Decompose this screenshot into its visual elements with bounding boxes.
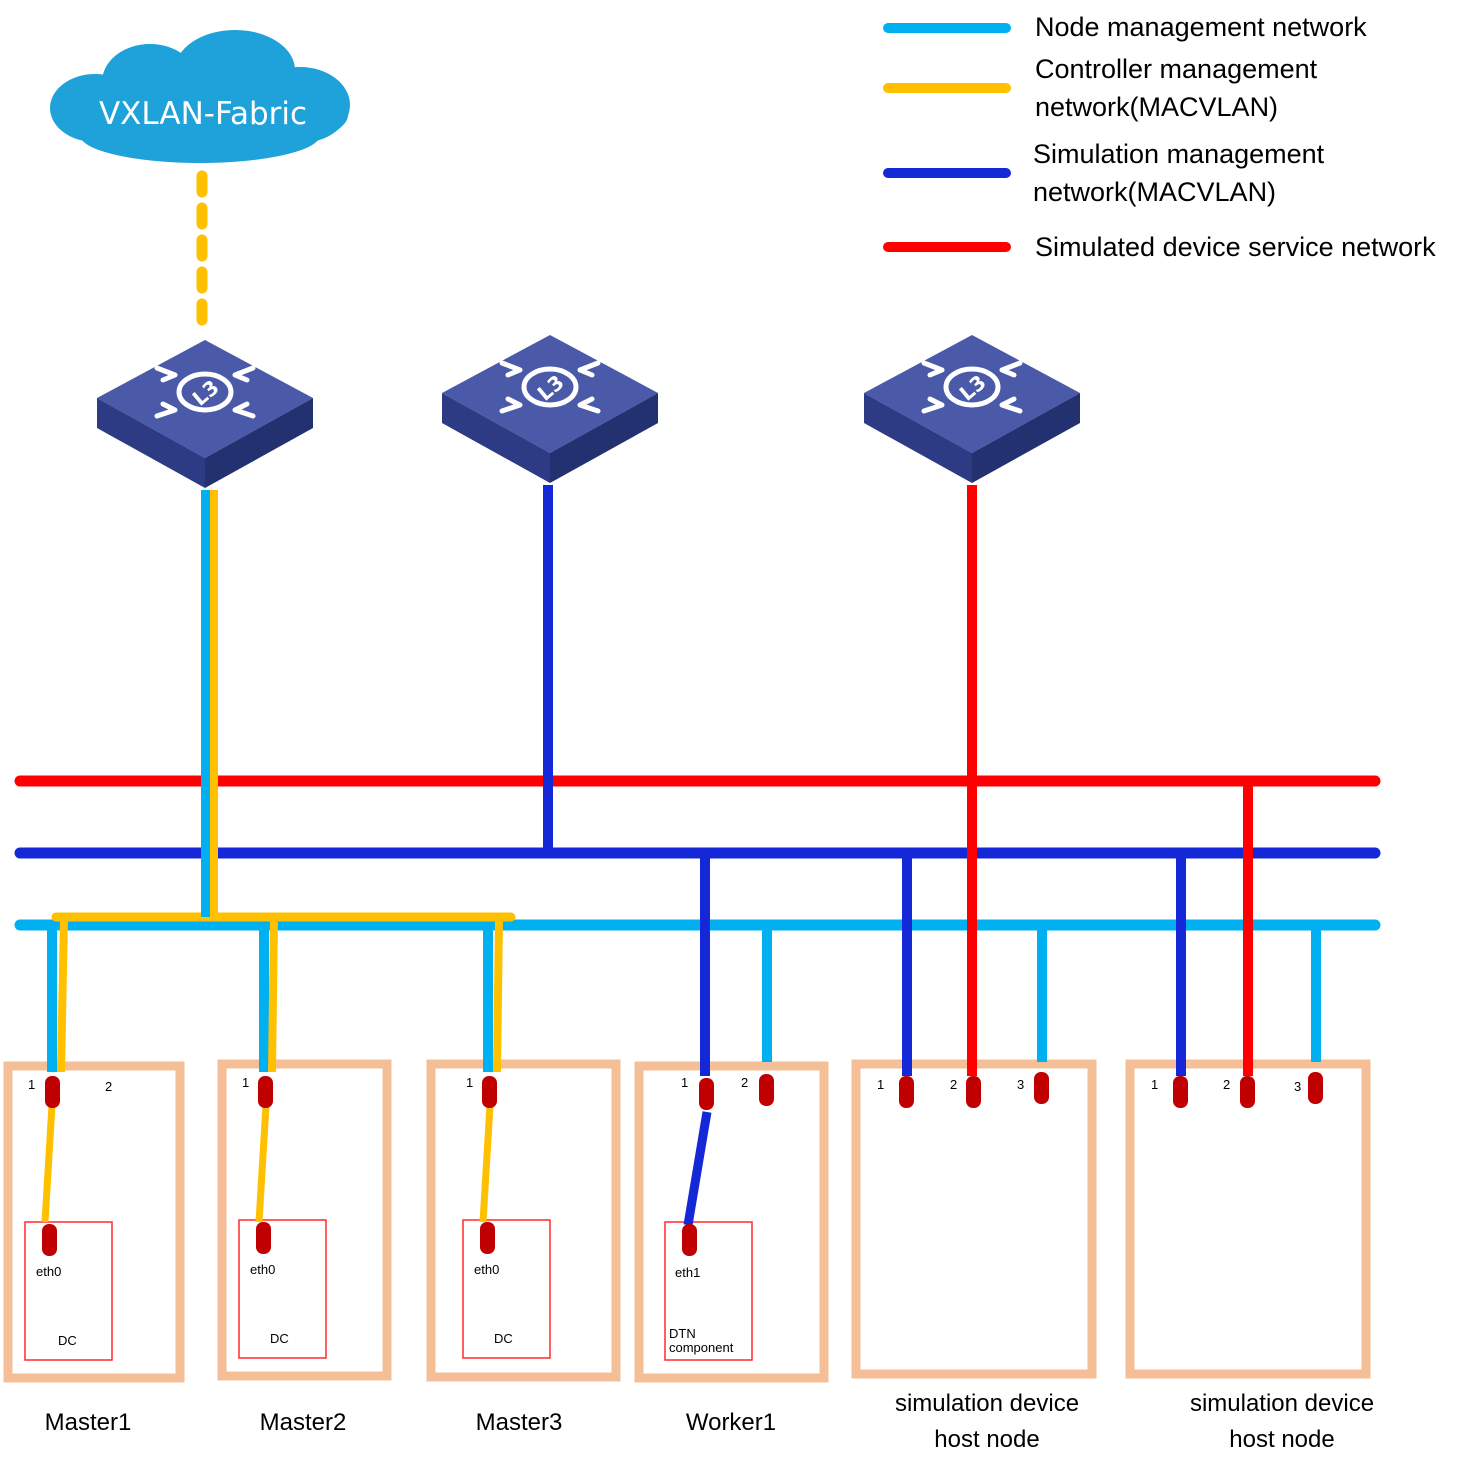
master1-internal-link	[41, 1104, 56, 1223]
host-name-sim-host2-line1: simulation device	[1190, 1390, 1374, 1417]
port-sim-host1-3	[1034, 1072, 1049, 1104]
host-box-master1	[3, 1061, 185, 1383]
inner-box-master1-dc	[24, 1221, 113, 1361]
cloud-label: VXLAN-Fabric	[99, 96, 307, 132]
host-name-master2: Master2	[260, 1409, 347, 1436]
host-name-master3: Master3	[476, 1409, 563, 1436]
legend-label-simulation-management-line1: Simulation management	[1033, 139, 1325, 169]
port-label: 2	[950, 1077, 957, 1092]
master3-internal-link	[479, 1104, 494, 1223]
legend-label-controller-management-line2: network(MACVLAN)	[1035, 92, 1278, 122]
master1-controller-drop	[57, 916, 68, 1073]
port-label: 1	[1151, 1077, 1158, 1092]
port-master3-eth0	[480, 1222, 495, 1254]
master2-internal-link	[255, 1104, 270, 1223]
port-label: 1	[28, 1077, 35, 1092]
legend: Node management network Controller manag…	[883, 12, 1436, 262]
l3-switch-2: L3	[442, 335, 658, 483]
port-label: 1	[877, 1077, 884, 1092]
vxlan-fabric-cloud: VXLAN-Fabric	[50, 30, 350, 163]
l3-switch-1: L3	[97, 340, 313, 488]
host-box-sim-host-1	[851, 1059, 1097, 1379]
component-label: DC	[494, 1331, 513, 1346]
interface-label: eth0	[36, 1264, 61, 1279]
port-label: 3	[1294, 1079, 1301, 1094]
ports	[42, 1072, 1323, 1256]
port-worker1-eth1	[682, 1224, 697, 1256]
component-label: DC	[270, 1331, 289, 1346]
port-worker1-2	[759, 1074, 774, 1106]
interface-label: eth0	[250, 1262, 275, 1277]
host-box-master3	[426, 1059, 621, 1382]
port-sim-host1-1	[899, 1076, 914, 1108]
legend-label-node-management: Node management network	[1035, 12, 1367, 42]
inner-box-master3-dc	[462, 1219, 551, 1359]
host-name-sim-host2-line2: host node	[1229, 1426, 1334, 1453]
port-label: 3	[1017, 1077, 1024, 1092]
port-label: 2	[105, 1079, 112, 1094]
port-master1-1	[45, 1076, 60, 1108]
host-name-master1: Master1	[45, 1409, 132, 1436]
host-box-master2	[217, 1059, 392, 1381]
component-label: DC	[58, 1333, 77, 1348]
port-label: 2	[1223, 1077, 1230, 1092]
port-master3-1	[482, 1076, 497, 1108]
port-label: 2	[741, 1075, 748, 1090]
component-label-line2: component	[669, 1340, 734, 1355]
worker1-internal-link	[683, 1111, 712, 1226]
port-label: 1	[242, 1075, 249, 1090]
host-name-worker1: Worker1	[686, 1409, 776, 1436]
host-name-sim-host1-line2: host node	[934, 1426, 1039, 1453]
port-worker1-1	[699, 1078, 714, 1110]
port-master2-1	[258, 1076, 273, 1108]
port-sim-host1-2	[966, 1076, 981, 1108]
component-label-line1: DTN	[669, 1326, 696, 1341]
port-label: 1	[681, 1075, 688, 1090]
port-sim-host2-3	[1308, 1072, 1323, 1104]
host-box-worker1	[634, 1061, 829, 1383]
host-name-sim-host1-line1: simulation device	[895, 1390, 1079, 1417]
interface-label: eth1	[675, 1265, 700, 1280]
host-box-sim-host-2	[1125, 1059, 1371, 1379]
master3-controller-drop	[493, 916, 503, 1073]
interface-label: eth0	[474, 1262, 499, 1277]
port-label: 1	[466, 1075, 473, 1090]
port-master2-eth0	[256, 1222, 271, 1254]
legend-label-simulation-management-line2: network(MACVLAN)	[1033, 177, 1276, 207]
port-master1-eth0	[42, 1224, 57, 1256]
inner-box-worker1-dtn	[664, 1221, 753, 1361]
cloud-icon	[50, 30, 350, 163]
legend-label-controller-management-line1: Controller management	[1035, 54, 1318, 84]
port-sim-host2-1	[1173, 1076, 1188, 1108]
port-sim-host2-2	[1240, 1076, 1255, 1108]
legend-label-service-network: Simulated device service network	[1035, 232, 1436, 262]
inner-box-master2-dc	[238, 1219, 327, 1359]
master2-controller-drop	[268, 916, 278, 1073]
l3-switch-3: L3	[864, 335, 1080, 483]
